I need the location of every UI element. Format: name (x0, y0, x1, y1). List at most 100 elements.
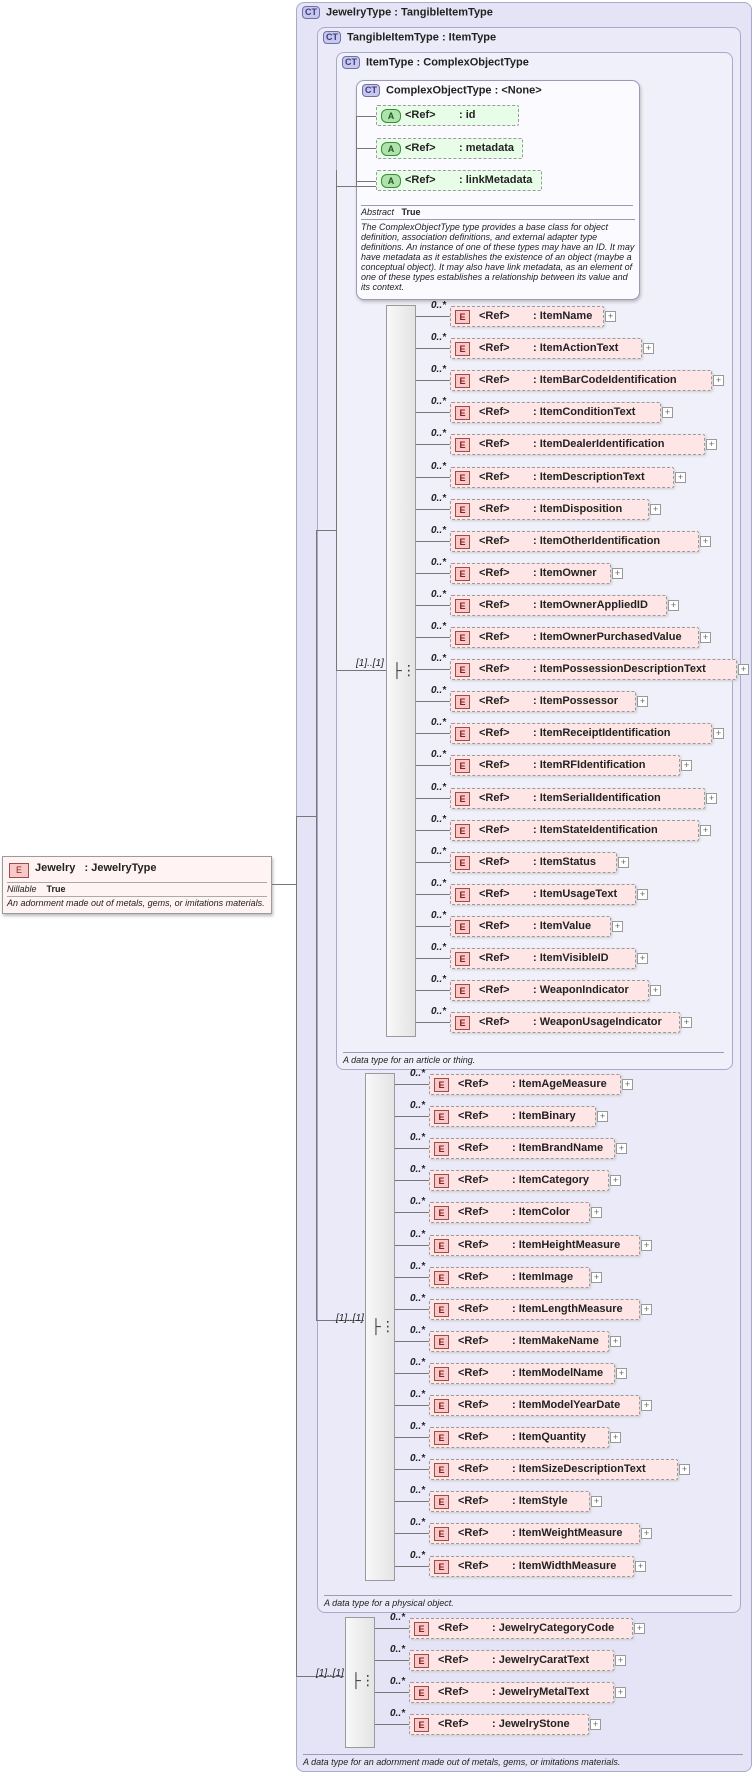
expand-icon[interactable]: + (706, 439, 717, 451)
expand-icon[interactable]: + (591, 1207, 602, 1219)
expand-icon[interactable]: + (610, 1335, 621, 1347)
expand-icon[interactable]: + (713, 375, 724, 387)
expand-icon[interactable]: + (738, 664, 749, 676)
element-jewelrycategorycode[interactable]: E<Ref>: JewelryCategoryCode (409, 1618, 633, 1639)
element-jewelrycarattext[interactable]: E<Ref>: JewelryCaratText (409, 1650, 614, 1672)
attribute-id[interactable]: A <Ref> : id (376, 105, 519, 126)
element-itemserialidentification[interactable]: E<Ref>: ItemSerialIdentification (450, 787, 705, 809)
element-name: : ItemPossessionDescriptionText (533, 663, 706, 676)
element-itemquantity[interactable]: E<Ref>: ItemQuantity (429, 1427, 609, 1449)
expand-icon[interactable]: + (616, 1367, 627, 1379)
expand-icon[interactable]: + (612, 920, 623, 932)
expand-icon[interactable]: + (616, 1143, 627, 1155)
expand-icon[interactable]: + (713, 728, 724, 740)
expand-icon[interactable]: + (615, 1655, 626, 1667)
element-icon: E (455, 631, 470, 645)
element-itemconditiontext[interactable]: E<Ref>: ItemConditionText (450, 402, 661, 424)
expand-icon[interactable]: + (662, 407, 673, 419)
expand-icon[interactable]: + (706, 792, 717, 804)
element-itembarcodeidentification[interactable]: E<Ref>: ItemBarCodeIdentification (450, 370, 712, 392)
element-itemdescriptiontext[interactable]: E<Ref>: ItemDescriptionText (450, 466, 674, 488)
element-itemagemeasure[interactable]: E<Ref>: ItemAgeMeasure (429, 1074, 621, 1095)
element-itemcolor[interactable]: E<Ref>: ItemColor (429, 1202, 590, 1224)
element-itemweightmeasure[interactable]: E<Ref>: ItemWeightMeasure (429, 1523, 640, 1545)
expand-icon[interactable]: + (668, 599, 679, 611)
expand-icon[interactable]: + (634, 1623, 645, 1634)
expand-icon[interactable]: + (605, 311, 616, 322)
element-itempossessiondescriptiontext[interactable]: E<Ref>: ItemPossessionDescriptionText (450, 659, 737, 681)
element-jewelrystone[interactable]: E<Ref>: JewelryStone (409, 1714, 589, 1736)
element-itemheightmeasure[interactable]: E<Ref>: ItemHeightMeasure (429, 1234, 640, 1256)
element-itemsizedescriptiontext[interactable]: E<Ref>: ItemSizeDescriptionText (429, 1459, 678, 1481)
root-element-jewelry[interactable]: E Jewelry : JewelryType Nillable True An… (2, 856, 272, 914)
expand-icon[interactable]: + (650, 985, 661, 997)
element-itemdealeridentification[interactable]: E<Ref>: ItemDealerIdentification (450, 434, 705, 456)
expand-icon[interactable]: + (641, 1528, 652, 1540)
element-itemstatus[interactable]: E<Ref>: ItemStatus (450, 851, 617, 873)
expand-icon[interactable]: + (641, 1303, 652, 1315)
expand-icon[interactable]: + (641, 1239, 652, 1251)
element-itemvisibleid[interactable]: E<Ref>: ItemVisibleID (450, 948, 636, 969)
element-itemownerpurchasedvalue[interactable]: E<Ref>: ItemOwnerPurchasedValue (450, 627, 699, 648)
element-itemownerappliedid[interactable]: E<Ref>: ItemOwnerAppliedID (450, 594, 667, 616)
expand-icon[interactable]: + (591, 1271, 602, 1283)
element-itempossessor[interactable]: E<Ref>: ItemPossessor (450, 691, 636, 713)
element-weaponusageindicator[interactable]: E<Ref>: WeaponUsageIndicator (450, 1012, 680, 1034)
jewelry-sequence[interactable] (345, 1617, 375, 1748)
expand-icon[interactable]: + (675, 471, 686, 483)
expand-icon[interactable]: + (635, 1560, 646, 1572)
expand-icon[interactable]: + (637, 953, 648, 964)
element-name-value: ItemQuantity (518, 1431, 586, 1444)
element-itemmakename[interactable]: E<Ref>: ItemMakeName (429, 1330, 609, 1352)
expand-icon[interactable]: + (641, 1400, 652, 1411)
expand-icon[interactable]: + (681, 1017, 692, 1029)
expand-icon[interactable]: + (610, 1175, 621, 1187)
element-itemotheridentification[interactable]: E<Ref>: ItemOtherIdentification (450, 530, 699, 552)
expand-icon[interactable]: + (643, 343, 654, 355)
element-itembinary[interactable]: E<Ref>: ItemBinary (429, 1106, 596, 1128)
element-itemstateidentification[interactable]: E<Ref>: ItemStateIdentification (450, 819, 699, 841)
element-itemstyle[interactable]: E<Ref>: ItemStyle (429, 1491, 590, 1513)
element-name: : ItemLengthMeasure (512, 1302, 623, 1315)
expand-icon[interactable]: + (597, 1111, 608, 1123)
attribute-metadata[interactable]: A <Ref> : metadata (376, 138, 523, 159)
expand-icon[interactable]: + (612, 567, 623, 579)
tangible-sequence[interactable] (365, 1073, 395, 1581)
element-itemdisposition[interactable]: E<Ref>: ItemDisposition (450, 498, 649, 520)
expand-icon[interactable]: + (591, 1496, 602, 1508)
element-itemowner[interactable]: E<Ref>: ItemOwner (450, 562, 611, 584)
element-weaponindicator[interactable]: E<Ref>: WeaponIndicator (450, 980, 649, 1002)
element-itemcategory[interactable]: E<Ref>: ItemCategory (429, 1170, 609, 1192)
expand-icon[interactable]: + (681, 760, 692, 772)
expand-icon[interactable]: + (650, 503, 661, 515)
element-itemmodelname[interactable]: E<Ref>: ItemModelName (429, 1362, 615, 1384)
element-itemvalue[interactable]: E<Ref>: ItemValue (450, 915, 611, 937)
expand-icon[interactable]: + (700, 632, 711, 643)
element-itemactiontext[interactable]: E<Ref>: ItemActionText (450, 338, 642, 360)
expand-icon[interactable]: + (679, 1464, 690, 1476)
element-connector (375, 1692, 409, 1694)
expand-icon[interactable]: + (590, 1719, 601, 1731)
element-itemreceiptidentification[interactable]: E<Ref>: ItemReceiptIdentification (450, 723, 712, 745)
element-itemusagetext[interactable]: E<Ref>: ItemUsageText (450, 883, 636, 905)
expand-icon[interactable]: + (700, 824, 711, 836)
element-itemname[interactable]: E<Ref>: ItemName (450, 306, 604, 327)
element-itemimage[interactable]: E<Ref>: ItemImage (429, 1266, 590, 1288)
element-itembrandname[interactable]: E<Ref>: ItemBrandName (429, 1138, 615, 1160)
expand-icon[interactable]: + (637, 696, 648, 708)
expand-icon[interactable]: + (610, 1432, 621, 1444)
element-itemrfidentification[interactable]: E<Ref>: ItemRFIdentification (450, 755, 680, 777)
element-itemwidthmeasure[interactable]: E<Ref>: ItemWidthMeasure (429, 1555, 634, 1577)
attribute-link-metadata[interactable]: A <Ref> : linkMetadata (376, 170, 542, 191)
element-name-value: ItemStateIdentification (539, 823, 658, 836)
expand-icon[interactable]: + (700, 535, 711, 547)
element-itemlengthmeasure[interactable]: E<Ref>: ItemLengthMeasure (429, 1298, 640, 1320)
expand-icon[interactable]: + (637, 888, 648, 900)
expand-icon[interactable]: + (615, 1687, 626, 1699)
expand-icon[interactable]: + (622, 1079, 633, 1090)
item-sequence[interactable] (386, 305, 416, 1037)
element-jewelrymetaltext[interactable]: E<Ref>: JewelryMetalText (409, 1682, 614, 1704)
expand-icon[interactable]: + (618, 856, 629, 868)
element-itemmodelyeardate[interactable]: E<Ref>: ItemModelYearDate (429, 1395, 640, 1416)
